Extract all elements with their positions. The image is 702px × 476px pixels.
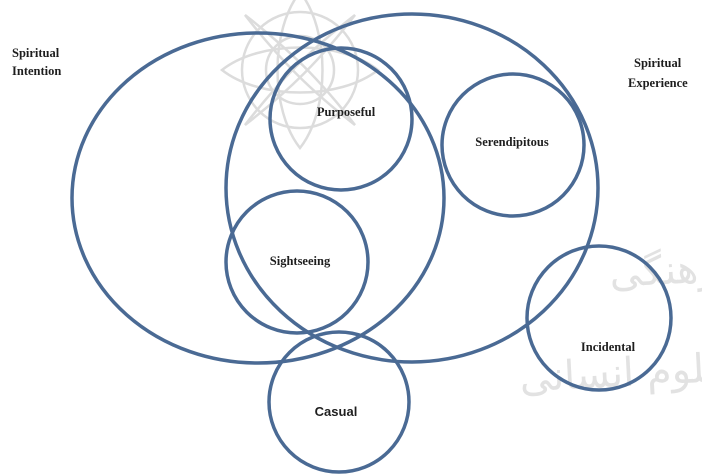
incidental-circle — [525, 244, 673, 392]
casual-label: Casual — [315, 404, 358, 419]
incidental-label: Incidental — [581, 340, 636, 354]
sightseeing-label: Sightseeing — [270, 254, 331, 268]
spiritual-experience-label-line1: Spiritual — [634, 56, 682, 70]
spiritual-experience-circle — [224, 12, 600, 364]
serendipitous-label: Serendipitous — [475, 135, 549, 149]
purposeful-label: Purposeful — [317, 105, 376, 119]
watermark-line1: پژوهشگاه علوم انسانی و مطالعات فرهنگی — [608, 213, 702, 297]
purposeful-circle — [268, 46, 414, 192]
casual-circle — [267, 330, 411, 474]
spiritual-experience-label-line2: Experience — [628, 76, 688, 90]
spiritual-intention-label-line2: Intention — [12, 64, 61, 78]
serendipitous-circle — [440, 72, 586, 218]
spiritual-intention-label-line1: Spiritual — [12, 46, 60, 60]
spiritual-intention-circle-shape — [70, 31, 446, 365]
sightseeing-circle — [224, 189, 370, 335]
